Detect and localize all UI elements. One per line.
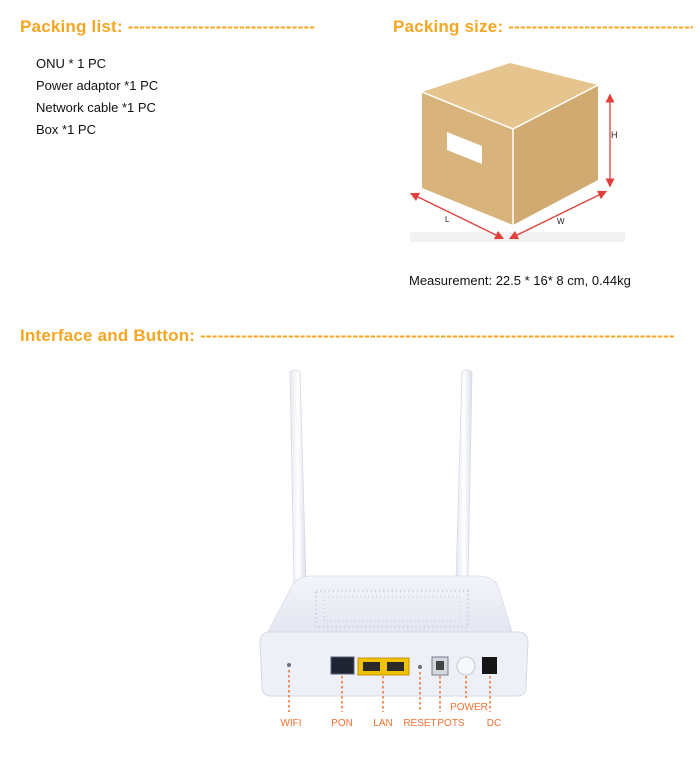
- box-diagram: H L W: [409, 63, 625, 242]
- dc-jack: [482, 657, 497, 674]
- measurement-text: Measurement: 22.5 * 16* 8 cm, 0.44kg: [409, 273, 631, 288]
- interface-heading: Interface and Button: ------------------…: [20, 326, 675, 345]
- reset-button: [418, 665, 422, 669]
- lan-label: LAN: [373, 718, 392, 729]
- handle-cutout: [447, 132, 482, 164]
- vent-grid: [314, 589, 470, 629]
- list-item: Power adaptor *1 PC: [36, 78, 159, 93]
- box-shadow: [410, 232, 625, 242]
- reset-label: RESET: [403, 718, 436, 729]
- box-top: [422, 63, 598, 129]
- power-button: [456, 656, 476, 676]
- right-antenna: [455, 369, 473, 583]
- left-antenna: [289, 369, 307, 583]
- packing-size-heading: Packing size: --------------------------…: [393, 17, 693, 36]
- pots-label: POTS: [437, 718, 465, 729]
- pon-label: PON: [331, 718, 353, 729]
- dc-label: DC: [487, 718, 501, 729]
- box-side: [513, 85, 598, 225]
- leader-lines: [288, 670, 491, 712]
- length-arrow: [409, 192, 505, 240]
- router-illustration: WIFI PON LAN RESET POTS POWER DC: [259, 369, 529, 729]
- power-label: POWER: [450, 702, 488, 713]
- packing-list-heading: Packing list: --------------------------…: [20, 17, 316, 36]
- width-label: W: [557, 217, 565, 226]
- height-label: H: [611, 130, 618, 140]
- wifi-label: WIFI: [280, 718, 301, 729]
- wifi-button: [287, 663, 291, 667]
- packing-list: ONU * 1 PC Power adaptor *1 PC Network c…: [36, 53, 158, 141]
- width-arrow: [508, 190, 608, 240]
- length-label: L: [445, 215, 450, 224]
- box-front: [422, 92, 513, 225]
- list-item: ONU * 1 PC: [36, 56, 107, 71]
- list-item: Network cable *1 PC: [36, 100, 156, 115]
- router-top: [267, 575, 513, 633]
- list-item: Box *1 PC: [36, 122, 96, 137]
- pon-port: [330, 656, 355, 675]
